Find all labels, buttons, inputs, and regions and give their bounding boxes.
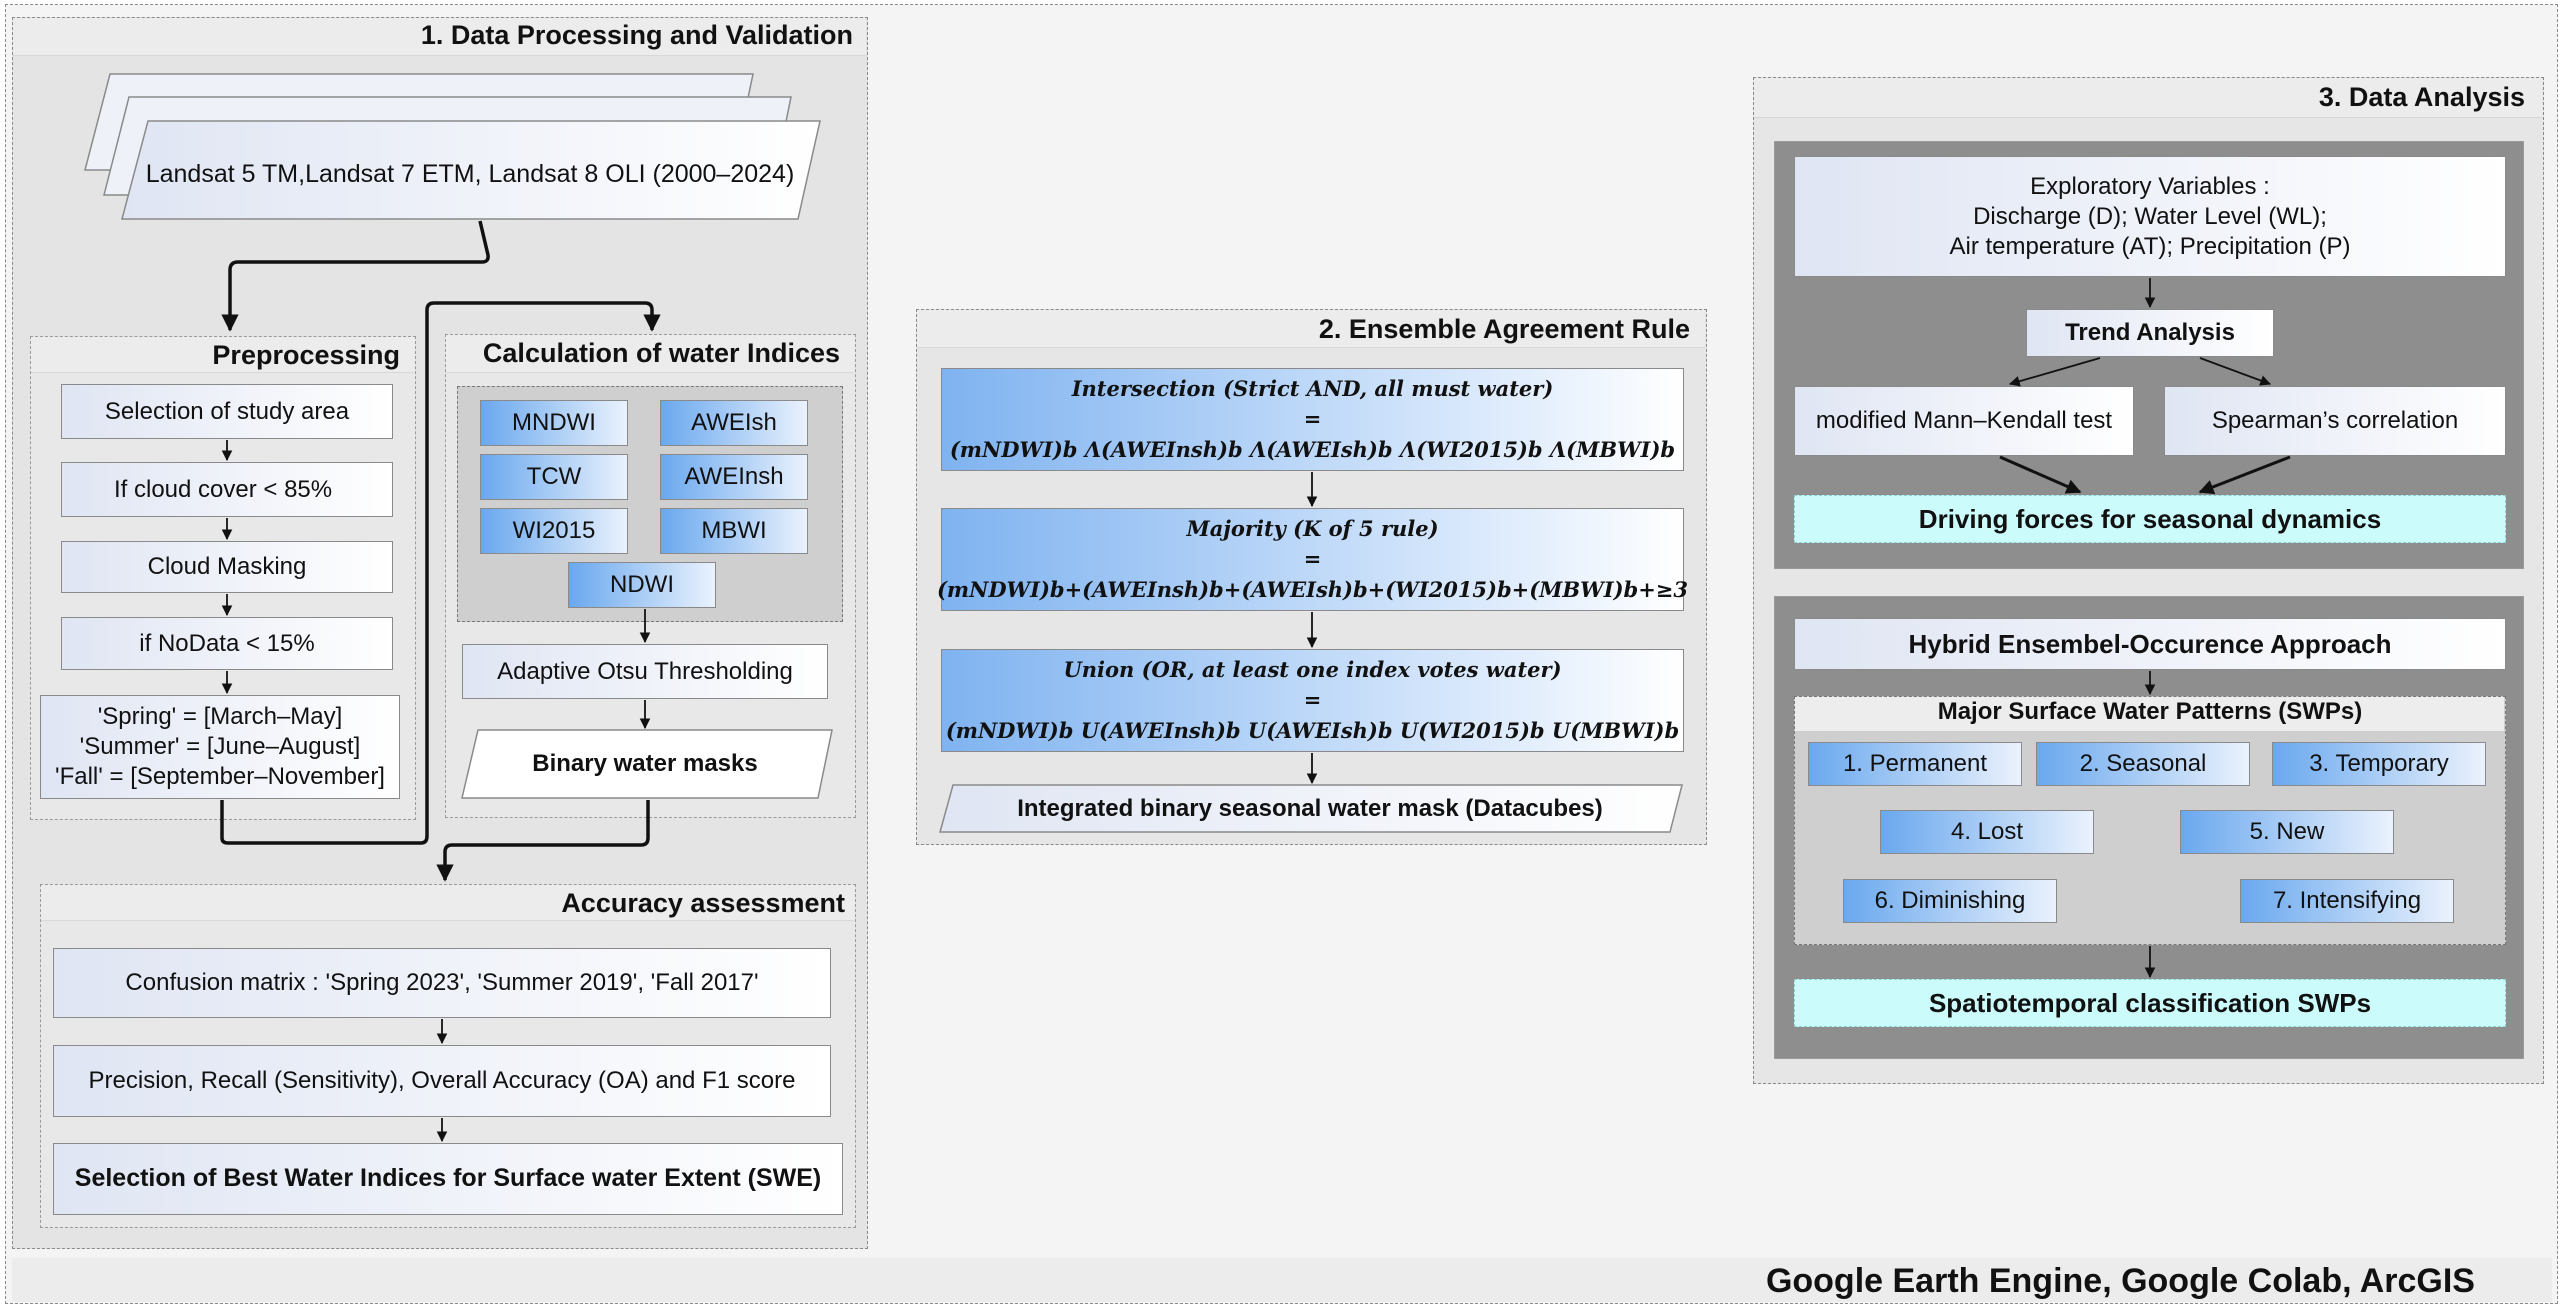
- index-mndwi: MNDWI: [480, 400, 628, 446]
- section1-title: 1. Data Processing and Validation: [420, 20, 853, 50]
- rule-intersection: Intersection (Strict AND, all must water…: [941, 368, 1684, 471]
- rule-majority-formula: (mNDWI)b+(AWEInsh)b+(AWEIsh)b+(WI2015)b+…: [936, 576, 1689, 602]
- swp-title: Major Surface Water Patterns (SWPs): [1937, 698, 2363, 725]
- water-indices-title: Calculation of water Indices: [482, 338, 840, 368]
- pattern-new: 5. New: [2180, 810, 2394, 854]
- rule-intersection-formula: (mNDWI)b Λ(AWEInsh)b Λ(AWEIsh)b Λ(WI2015…: [949, 436, 1676, 462]
- rule-majority-eq: =: [1303, 546, 1322, 572]
- spatiotemporal-classification: Spatiotemporal classification SWPs: [1794, 979, 2506, 1027]
- step-study-area: Selection of study area: [61, 384, 393, 439]
- section3-title: 3. Data Analysis: [2318, 82, 2525, 112]
- index-tcw: TCW: [480, 454, 628, 500]
- rule-majority: Majority (K of 5 rule) = (mNDWI)b+(AWEIn…: [937, 508, 1688, 611]
- section3-header: [1754, 78, 2542, 118]
- section1-header: [13, 18, 866, 56]
- rule-union-formula: (mNDWI)b U(AWEInsh)b U(AWEIsh)b U(WI2015…: [945, 717, 1680, 743]
- best-indices-selection: Selection of Best Water Indices for Surf…: [53, 1143, 843, 1215]
- section2-header: [917, 310, 1705, 348]
- otsu-thresholding: Adaptive Otsu Thresholding: [462, 644, 828, 699]
- exploratory-variables: Exploratory Variables : Discharge (D); W…: [1794, 156, 2506, 277]
- swp-header: [1795, 697, 2504, 731]
- accuracy-title: Accuracy assessment: [561, 888, 845, 918]
- season-fall: 'Fall' = [September–November]: [55, 763, 385, 790]
- index-mbwi: MBWI: [660, 508, 808, 554]
- spearman-correlation: Spearman’s correlation: [2164, 386, 2506, 456]
- rule-intersection-name: Intersection (Strict AND, all must water…: [1071, 375, 1554, 401]
- footer-tools: Google Earth Engine, Google Colab, ArcGI…: [1765, 1262, 2475, 1300]
- hybrid-approach: Hybrid Ensembel-Occurence Approach: [1794, 618, 2506, 670]
- step-nodata: if NoData < 15%: [61, 617, 393, 670]
- integrated-water-mask: Integrated binary seasonal water mask (D…: [1017, 795, 1603, 822]
- pattern-lost: 4. Lost: [1880, 810, 2094, 854]
- season-definitions: 'Spring' = [March–May] 'Summer' = [June–…: [40, 695, 400, 799]
- rule-intersection-eq: =: [1303, 406, 1322, 432]
- trend-analysis: Trend Analysis: [2026, 309, 2274, 357]
- rule-union-eq: =: [1303, 687, 1322, 713]
- season-summer: 'Summer' = [June–August]: [79, 733, 361, 760]
- accuracy-header: [41, 885, 854, 921]
- index-aweinsh: AWEInsh: [660, 454, 808, 500]
- rule-union: Union (OR, at least one index votes wate…: [941, 649, 1684, 752]
- footer-bar: [12, 1258, 2552, 1302]
- accuracy-metrics: Precision, Recall (Sensitivity), Overall…: [53, 1045, 831, 1117]
- index-wi2015: WI2015: [480, 508, 628, 554]
- variables-line-2: Air temperature (AT); Precipitation (P): [1949, 232, 2351, 260]
- variables-line-1: Discharge (D); Water Level (WL);: [1973, 202, 2327, 230]
- driving-forces: Driving forces for seasonal dynamics: [1794, 495, 2506, 543]
- landsat-source: Landsat 5 TM,Landsat 7 ETM, Landsat 8 OL…: [145, 160, 795, 189]
- step-cloud-masking: Cloud Masking: [61, 541, 393, 593]
- pattern-temporary: 3. Temporary: [2272, 742, 2486, 786]
- pattern-seasonal: 2. Seasonal: [2036, 742, 2250, 786]
- section2-title: 2. Ensemble Agreement Rule: [1318, 314, 1690, 344]
- pattern-diminishing: 6. Diminishing: [1843, 879, 2057, 923]
- rule-union-name: Union (OR, at least one index votes wate…: [1063, 656, 1562, 682]
- confusion-matrix: Confusion matrix : 'Spring 2023', 'Summe…: [53, 948, 831, 1018]
- index-ndwi: NDWI: [568, 562, 716, 608]
- rule-majority-name: Majority (K of 5 rule): [1186, 515, 1439, 541]
- step-cloud-cover: If cloud cover < 85%: [61, 462, 393, 517]
- pattern-permanent: 1. Permanent: [1808, 742, 2022, 786]
- pattern-intensifying: 7. Intensifying: [2240, 879, 2454, 923]
- preprocessing-title: Preprocessing: [212, 340, 400, 370]
- mann-kendall-test: modified Mann–Kendall test: [1794, 386, 2134, 456]
- variables-heading: Exploratory Variables :: [2030, 172, 2270, 200]
- index-aweish: AWEIsh: [660, 400, 808, 446]
- season-spring: 'Spring' = [March–May]: [97, 703, 343, 730]
- binary-water-masks: Binary water masks: [532, 750, 758, 777]
